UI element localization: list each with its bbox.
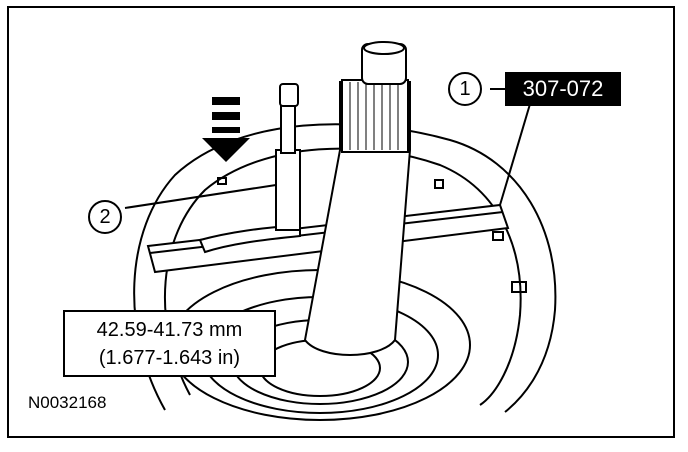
figure-frame: [7, 6, 675, 438]
figure-id: N0032168: [28, 393, 107, 412]
shaft-splines: [341, 79, 409, 153]
tool-number-text: 307-072: [522, 76, 604, 101]
callout-1-number: 1: [459, 77, 471, 100]
case-hole: [511, 281, 527, 293]
callout-1-leader: [499, 103, 531, 206]
spec-metric: 42.59-41.73 mm: [96, 318, 243, 341]
tool-number-label: 307-072: [505, 72, 621, 106]
depth-gauge-cap: [279, 83, 299, 107]
callout-2-number: 2: [99, 205, 111, 228]
depth-gauge-stem: [280, 104, 296, 154]
depth-gauge-body: [275, 149, 301, 231]
shaft-top-face: [363, 41, 405, 55]
callout-1-circle: 1: [448, 72, 482, 106]
push-down-arrow-icon: [202, 97, 250, 162]
case-hole: [492, 231, 504, 241]
case-hole: [434, 179, 444, 189]
case-hole: [217, 177, 227, 185]
callout-2-leader: [124, 184, 277, 209]
spec-imperial: (1.677-1.643 in): [98, 346, 241, 369]
specification-box: 42.59-41.73 mm (1.677-1.643 in): [63, 310, 276, 377]
callout-2-circle: 2: [88, 200, 122, 234]
